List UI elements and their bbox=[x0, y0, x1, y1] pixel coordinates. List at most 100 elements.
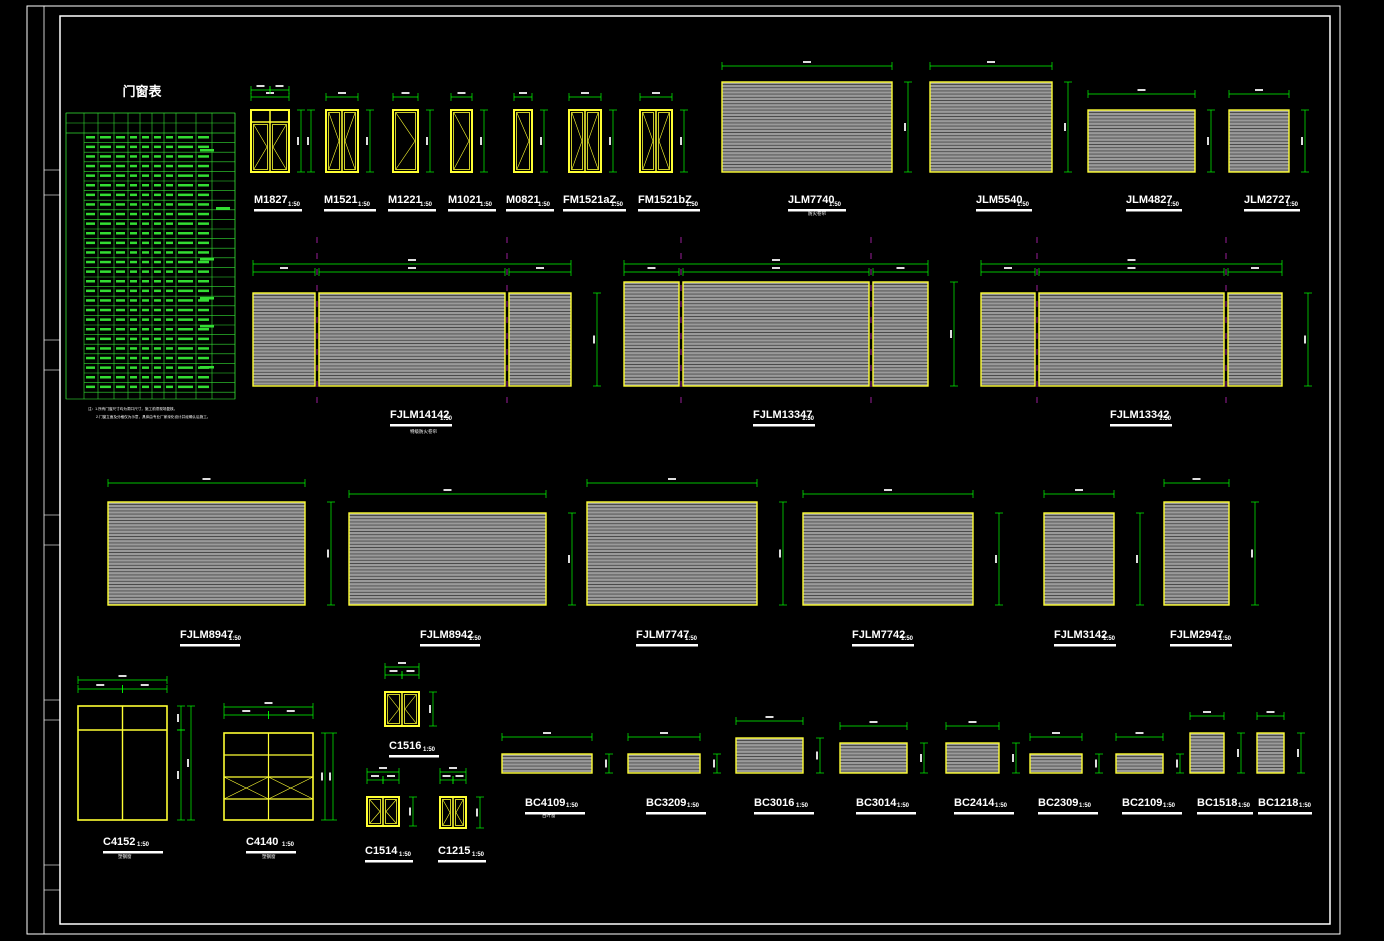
c4140-swing bbox=[268, 776, 314, 789]
schedule-cell bbox=[154, 174, 161, 177]
shutter-fjlm8947-frame bbox=[107, 501, 306, 606]
schedule-cell bbox=[116, 385, 125, 389]
shutter-fjlm8942 bbox=[348, 512, 547, 606]
schedule-cell bbox=[166, 356, 173, 360]
door-fm1521az bbox=[568, 109, 602, 173]
schedule-cell bbox=[116, 366, 125, 369]
fjlm13347-dim-total-num bbox=[772, 259, 780, 261]
door-m1827-leaf bbox=[272, 124, 287, 170]
schedule-cell bbox=[116, 308, 125, 312]
schedule-cell bbox=[198, 136, 209, 139]
dim-w-bc4109-num bbox=[543, 732, 551, 734]
schedule-cell bbox=[130, 184, 137, 187]
scale-bc2309: 1:50 bbox=[1079, 803, 1092, 809]
dim-c4152-h1-num bbox=[177, 714, 179, 722]
schedule-cell bbox=[198, 260, 209, 264]
scale-fjlm8942: 1:50 bbox=[469, 636, 482, 642]
dim-w-fjlm8942 bbox=[348, 489, 547, 498]
dim-h-bc2414-num bbox=[1012, 754, 1014, 762]
fjlm14142-dim-panel bbox=[508, 267, 572, 276]
dim-sub-c1514-num bbox=[387, 775, 395, 777]
label-underline-r4-5 bbox=[525, 812, 585, 815]
scale-m1827: 1:50 bbox=[288, 202, 301, 208]
schedule-cell bbox=[116, 136, 125, 139]
label-underline-r1-3 bbox=[448, 209, 496, 212]
door-m1221-frame bbox=[392, 109, 419, 173]
dim-w-m1021 bbox=[450, 92, 473, 101]
schedule-cell bbox=[86, 337, 95, 341]
schedule-cell bbox=[166, 366, 173, 369]
scale-bc2109: 1:50 bbox=[1163, 803, 1176, 809]
label-underline-r1-10 bbox=[1244, 209, 1300, 212]
dim-w-fjlm7742 bbox=[802, 489, 974, 498]
shutter-jlm5540 bbox=[929, 81, 1053, 173]
schedule-cell bbox=[130, 222, 137, 225]
schedule-cell bbox=[130, 337, 137, 341]
louver-bc1518 bbox=[1189, 732, 1225, 774]
schedule-cell bbox=[100, 174, 111, 177]
schedule-cell bbox=[116, 289, 125, 293]
dim-h-bc3016 bbox=[816, 737, 824, 774]
label-bc2309: BC2309 bbox=[1038, 797, 1078, 809]
label-bc1518: BC1518 bbox=[1197, 797, 1237, 809]
door-m1827 bbox=[250, 109, 290, 173]
fjlm13342-dim-panel-num bbox=[1127, 267, 1136, 269]
dim-c4140-sub bbox=[223, 710, 269, 719]
schedule-cell bbox=[142, 222, 149, 225]
dim-w-c1516 bbox=[384, 662, 420, 671]
dim-c4152-sub-num bbox=[140, 684, 149, 686]
dim-w-fjlm8947-num bbox=[202, 478, 211, 480]
sub-bc4109: 百叶窗 bbox=[542, 812, 556, 819]
schedule-cell bbox=[166, 260, 173, 264]
door-fm1521bz-swing bbox=[642, 112, 654, 170]
schedule-cell bbox=[166, 184, 173, 187]
dim-h-c1516 bbox=[429, 691, 437, 727]
schedule-cell bbox=[198, 251, 209, 254]
label-bc2109: BC2109 bbox=[1122, 797, 1162, 809]
schedule-cell bbox=[100, 337, 111, 341]
schedule-cell bbox=[142, 164, 149, 168]
label-underline-r4-4 bbox=[438, 860, 486, 863]
c4140-swing bbox=[223, 787, 269, 800]
schedule-cell bbox=[142, 241, 149, 245]
dim-w-jlm5540 bbox=[929, 61, 1053, 70]
fjlm13342-dim-panel-num bbox=[1251, 267, 1259, 269]
dim-w-bc3016 bbox=[735, 716, 804, 725]
dim-h-jlm5540-num bbox=[1064, 123, 1066, 131]
schedule-cell bbox=[154, 337, 161, 341]
dim-w-bc2309 bbox=[1029, 732, 1083, 741]
schedule-cell bbox=[100, 212, 111, 216]
schedule-cell bbox=[154, 376, 161, 379]
schedule-cell bbox=[178, 260, 193, 264]
shutter-fjlm3142 bbox=[1043, 512, 1115, 606]
schedule-cell bbox=[154, 193, 161, 197]
louver-bc3016 bbox=[735, 737, 804, 774]
schedule-cell bbox=[100, 289, 111, 293]
dim-c4152-w bbox=[77, 675, 168, 684]
scale-bc1518: 1:50 bbox=[1238, 803, 1251, 809]
door-m0821-leaf bbox=[516, 112, 530, 170]
label-m1221: M1221 bbox=[388, 194, 422, 206]
dim-h-m1221-num bbox=[426, 137, 428, 145]
schedule-cell bbox=[198, 328, 209, 331]
louver-bc1218-frame bbox=[1256, 732, 1285, 774]
label-underline-r3-2 bbox=[636, 644, 698, 647]
label-m0821: M0821 bbox=[506, 194, 540, 206]
schedule-cell bbox=[198, 308, 209, 312]
fjlm13342-dim-h bbox=[1304, 292, 1312, 387]
fjlm14142-panel-2-frame bbox=[508, 292, 572, 387]
schedule-cell bbox=[178, 366, 193, 369]
dim-w-c1215-num bbox=[449, 767, 457, 769]
schedule-cell bbox=[142, 270, 149, 273]
door-m0821 bbox=[513, 109, 533, 173]
schedule-cell bbox=[100, 376, 111, 379]
fjlm13347-panel-0-frame bbox=[623, 281, 680, 387]
schedule-cell bbox=[100, 203, 111, 206]
label-underline-r3-3 bbox=[852, 644, 914, 647]
shutter-jlm4827-frame bbox=[1087, 109, 1196, 173]
dim-h-fm1521bz bbox=[680, 109, 688, 173]
schedule-cell bbox=[116, 299, 125, 302]
door-fm1521bz bbox=[639, 109, 673, 173]
dim-sub-c1514-num bbox=[371, 775, 379, 777]
schedule-cell bbox=[198, 385, 209, 389]
